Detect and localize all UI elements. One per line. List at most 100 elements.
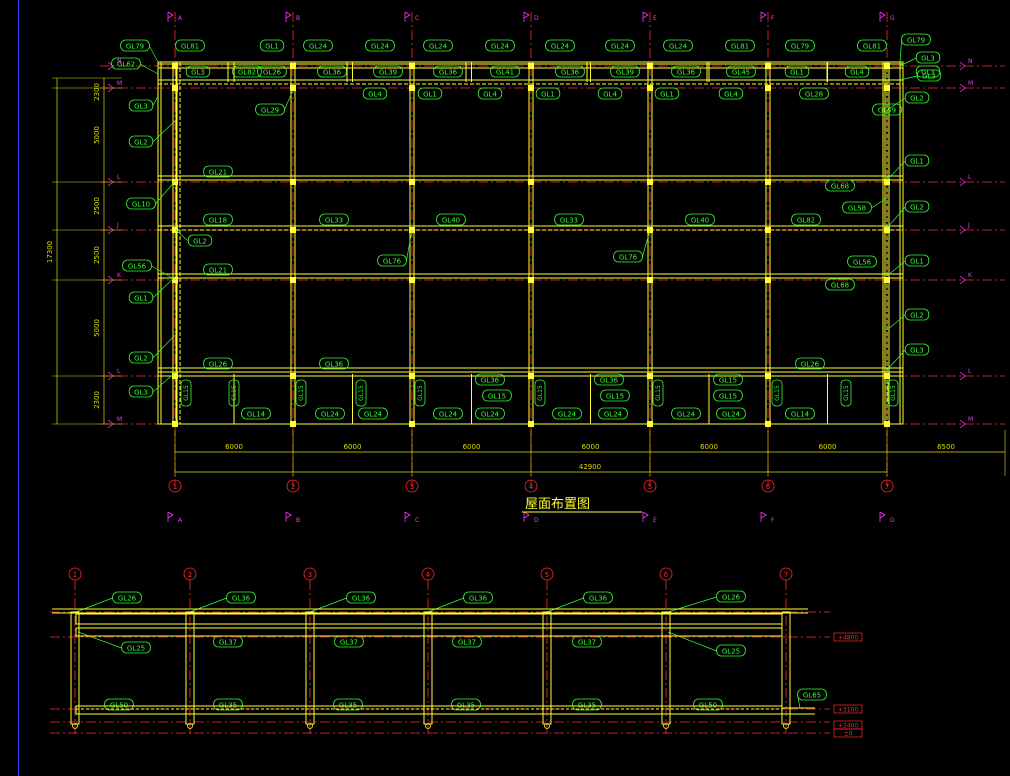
beam-tag-bubble	[213, 698, 243, 711]
beam-tag-label: GL21	[209, 267, 227, 275]
column-node	[647, 373, 653, 379]
column-node	[290, 227, 296, 233]
section-marker	[523, 11, 530, 22]
beam-tag-bubble	[373, 65, 403, 78]
beam-tag-label: GL37	[458, 639, 476, 647]
column-node	[172, 63, 178, 69]
beam-tag-bubble	[716, 644, 746, 657]
column-node	[172, 85, 178, 91]
beam-tag-bubble	[490, 65, 520, 78]
leader-line	[284, 89, 294, 111]
elev-axis-number: 2	[188, 571, 192, 579]
beam-tag-label: GL24	[371, 43, 390, 51]
beam-tag-bubble	[654, 87, 680, 100]
side-marker	[959, 225, 966, 235]
beam-tag-bubble	[187, 234, 213, 247]
column-node	[409, 63, 415, 69]
side-letter: M	[117, 416, 122, 423]
beam-tag-label: GL3	[921, 69, 935, 77]
column-node	[647, 179, 653, 185]
beam-tag-bubble	[844, 65, 870, 78]
elev-column	[70, 611, 80, 725]
beam-tag-label: GL79	[126, 43, 144, 51]
column-node	[172, 373, 178, 379]
beam-tag-label: GL10	[132, 201, 150, 209]
column-base	[663, 723, 669, 729]
side-marker	[959, 275, 966, 285]
column-node	[528, 85, 534, 91]
section-letter: C	[415, 517, 419, 524]
section-marker	[285, 11, 292, 22]
column-node	[884, 179, 890, 185]
beam-tag-label: GL37	[578, 639, 596, 647]
roof-beam	[75, 613, 783, 625]
leader-line	[886, 314, 906, 331]
section-marker	[879, 511, 886, 522]
beam-tag-bubble	[535, 87, 561, 100]
beam-tag-label: GL15	[183, 385, 190, 401]
section-letter: A	[178, 15, 183, 22]
beam-tag-bubble	[904, 91, 930, 104]
beam-tag-bubble	[916, 69, 942, 82]
beam-tag-label: GL14	[791, 411, 810, 419]
level-marker	[833, 632, 863, 642]
section-letter: B	[296, 517, 300, 524]
beam-tag-label: GL59	[878, 107, 896, 115]
beam-tag-bubble	[685, 213, 715, 226]
beam-tag-label: GL36	[677, 69, 696, 77]
beam-tag-bubble	[554, 213, 584, 226]
beam-tag-bubble	[333, 698, 363, 711]
beam-tag-label: GL33	[560, 217, 578, 225]
dim-text: 2500	[93, 197, 101, 215]
beam-tag-label: GL15	[298, 385, 305, 401]
section-letter: F	[771, 517, 775, 524]
leader-line	[152, 275, 177, 299]
beam-tag-bubble	[605, 39, 635, 52]
column-node	[290, 421, 296, 427]
plan-beam-layout	[157, 61, 904, 427]
beam-tag-label: GL24	[439, 411, 458, 419]
leader-line	[149, 45, 159, 63]
beam-tag-bubble	[791, 213, 821, 226]
beam-tag-bubble	[259, 39, 285, 52]
elev-column	[781, 611, 791, 725]
beam-tag-label: GL81	[181, 43, 199, 51]
section-letter: G	[890, 517, 895, 524]
beam-tag-bubble	[257, 65, 287, 78]
column-node	[647, 277, 653, 283]
beam-tag-label: GL36	[561, 69, 580, 77]
column-node	[884, 85, 890, 91]
elev-axis-number: 6	[664, 571, 669, 579]
dim-total: 42900	[579, 463, 601, 471]
side-letter: K	[968, 272, 973, 279]
level-text: +3100	[838, 707, 858, 714]
beam-tag-label: GL36	[232, 595, 251, 603]
beam-tag-label: GL15	[358, 385, 365, 401]
section-marker	[879, 11, 886, 22]
leader-line	[667, 596, 717, 613]
column-node	[172, 179, 178, 185]
axis-number: 5	[648, 483, 652, 491]
axis-bubble	[880, 479, 894, 493]
beam-tag-label: GL14	[247, 411, 266, 419]
leader-line	[899, 75, 918, 81]
beam-tag-bubble	[128, 135, 154, 148]
side-marker	[959, 83, 966, 93]
beam-tag-label: GL24	[429, 43, 448, 51]
axis-number: 7	[885, 483, 889, 491]
beam-tag-label: GL18	[209, 217, 227, 225]
beam-tag-label: GL26	[801, 361, 820, 369]
beam-tag-bubble-v	[355, 379, 367, 407]
beam-tag-label: GL81	[863, 43, 881, 51]
level-marker	[833, 728, 863, 738]
leader-line	[152, 119, 177, 143]
column-node	[647, 421, 653, 427]
leader-line	[309, 597, 347, 613]
leader-line	[899, 39, 902, 63]
beam-tag-label: GL1	[541, 91, 555, 99]
section-marker	[285, 511, 292, 522]
beam-tag-label: GL4	[724, 91, 738, 99]
column-base	[544, 723, 550, 729]
beam-tag-bubble	[552, 407, 582, 420]
